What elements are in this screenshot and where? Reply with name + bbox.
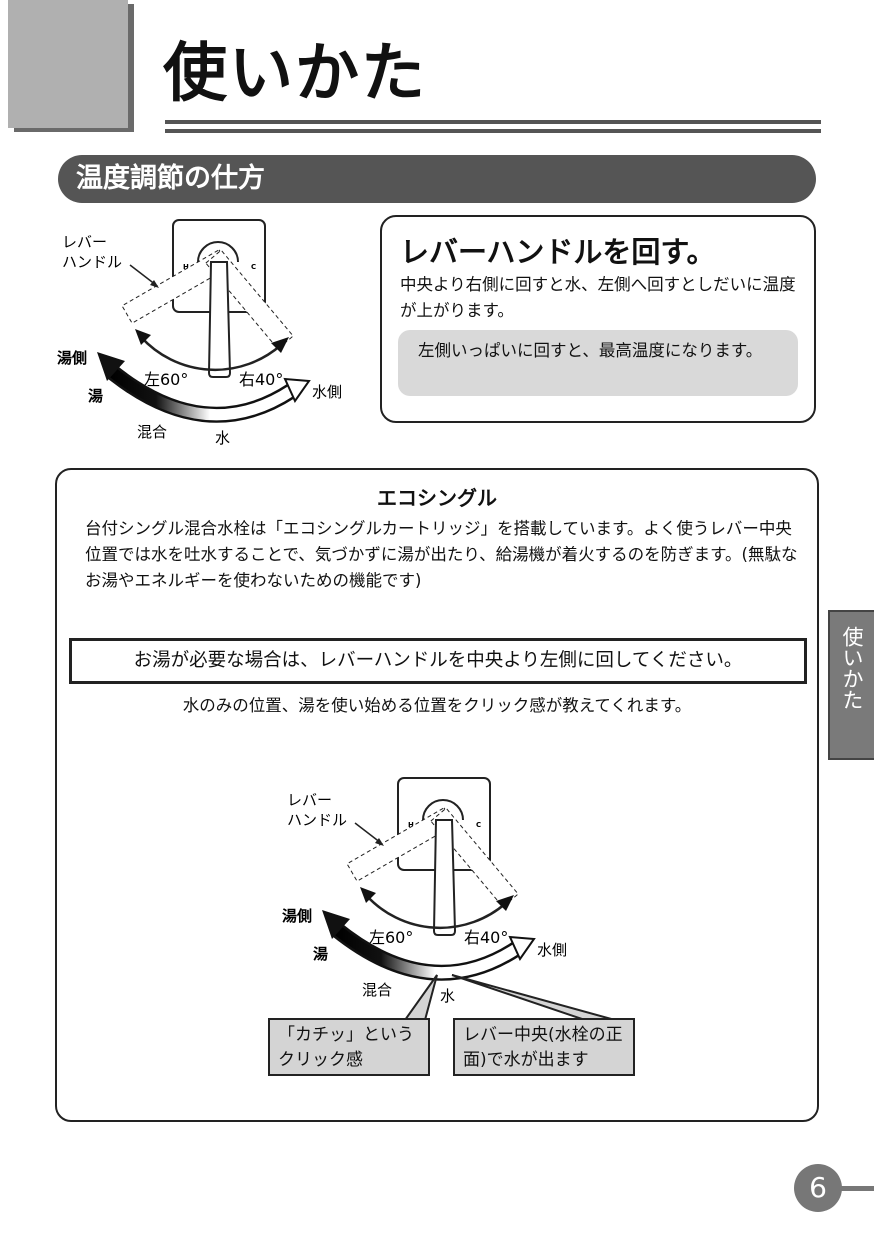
svg-text:水側: 水側: [537, 941, 567, 959]
svg-text:混合: 混合: [362, 981, 392, 999]
section-heading: 温度調節の仕方: [58, 155, 816, 203]
svg-text:ハンドル: ハンドル: [62, 253, 122, 271]
svg-text:レバー: レバー: [62, 233, 107, 251]
faucet-diagram: H C レバー ハンドル 湯側 湯 混合 水 左60° 右40° 水側: [57, 219, 342, 447]
page-number: 6: [794, 1164, 842, 1212]
corner-block: [8, 0, 128, 128]
svg-text:混合: 混合: [137, 423, 167, 441]
svg-text:ハンドル: ハンドル: [287, 811, 347, 829]
eco-title: エコシングル: [377, 486, 497, 510]
callout-center-water: レバー中央(水栓の正面)で水が出ます: [453, 1018, 635, 1076]
rotation-arc: [365, 894, 507, 930]
rotation-arc: [140, 336, 282, 372]
dial: [422, 799, 464, 821]
svg-text:湯: 湯: [313, 945, 328, 963]
svg-text:H: H: [183, 263, 189, 271]
lever-instruction-title: レバーハンドルを回す。: [400, 235, 716, 269]
faucet-diagram-1: H C レバー ハンドル 湯側 湯 混合 水 左60° 右40° 水側: [55, 215, 355, 454]
svg-text:右40°: 右40°: [464, 928, 508, 947]
svg-text:レバー: レバー: [287, 791, 332, 809]
svg-text:C: C: [251, 263, 256, 271]
title-rule: [165, 120, 821, 124]
click-feel-note: 水のみの位置、湯を使い始める位置をクリック感が教えてくれます。: [182, 696, 692, 715]
eco-single-box: エコシングル 台付シングル混合水栓は「エコシングルカートリッジ」を搭載しています…: [55, 468, 819, 1122]
svg-text:C: C: [476, 821, 481, 829]
svg-text:水側: 水側: [312, 383, 342, 401]
callout-click-feel: 「カチッ」というクリック感: [268, 1018, 430, 1076]
svg-text:水: 水: [215, 429, 230, 447]
faucet-diagram: H C レバー ハンドル 湯側 湯 混合 水 左60° 右40° 水側: [282, 777, 567, 1005]
hot-water-warning: お湯が必要な場合は、レバーハンドルを中央より左側に回してください。: [69, 638, 807, 684]
title-rule: [165, 129, 821, 133]
lever-instruction-box: レバーハンドルを回す。 中央より右側に回すと水、左側へ回すとしだいに温度が上がり…: [380, 215, 816, 423]
lever-instruction-text: 中央より右側に回すと水、左側へ回すとしだいに温度が上がります。: [400, 275, 796, 320]
page-title: 使いかた: [163, 37, 427, 111]
lever-handle: [207, 261, 232, 378]
faucet-diagram-2: H C レバー ハンドル 湯側 湯 混合 水 左60° 右40° 水側: [280, 773, 580, 1012]
svg-text:左60°: 左60°: [144, 370, 188, 389]
max-temp-note: 左側いっぱいに回すと、最高温度になります。: [398, 330, 798, 396]
svg-text:左60°: 左60°: [369, 928, 413, 947]
eco-paragraph: 台付シングル混合水栓は「エコシングルカートリッジ」を搭載しています。よく使うレバ…: [85, 519, 798, 590]
svg-text:右40°: 右40°: [239, 370, 283, 389]
svg-text:水: 水: [440, 987, 455, 1005]
svg-text:湯: 湯: [88, 387, 103, 405]
side-tab[interactable]: 使いかた: [828, 610, 874, 760]
lever-handle: [432, 819, 457, 936]
dial: [197, 241, 239, 263]
svg-text:湯側: 湯側: [57, 349, 87, 367]
svg-text:湯側: 湯側: [282, 907, 312, 925]
page-line: [830, 1186, 874, 1191]
svg-text:H: H: [408, 821, 414, 829]
